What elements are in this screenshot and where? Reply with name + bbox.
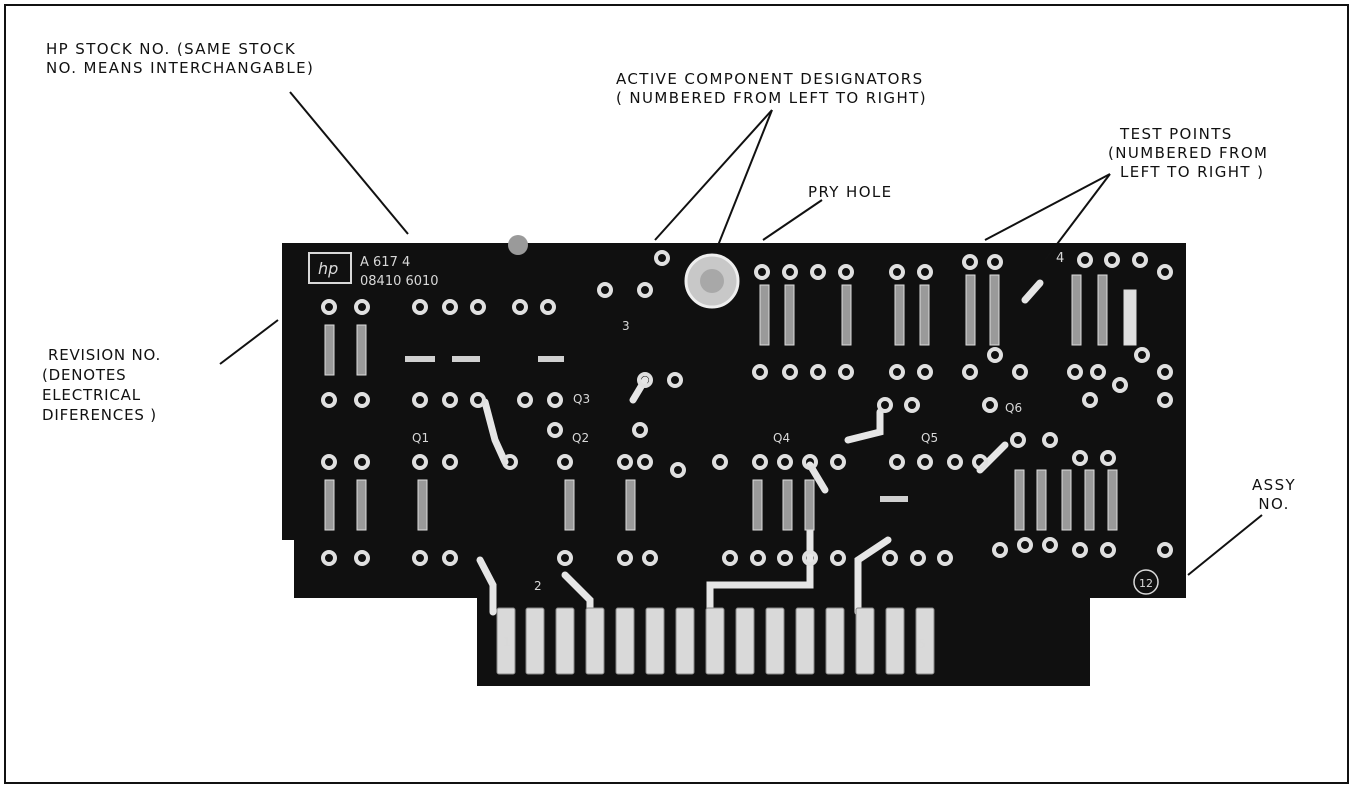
callout-text: PRY HOLE (808, 183, 893, 202)
callout-text: REVISION NO. (48, 345, 161, 365)
callout-text: LEFT TO RIGHT ) (1108, 163, 1268, 182)
callout-text: ELECTRICAL (42, 385, 161, 405)
edge-label-2: 2 (534, 579, 542, 593)
circuit-board (282, 243, 1186, 686)
designator-q5: Q5 (921, 431, 938, 445)
callout-text: TEST POINTS (1108, 125, 1268, 144)
callout-text: HP STOCK NO. (SAME STOCK (46, 40, 314, 59)
edge-connector (497, 608, 934, 674)
rev-label: A 617 4 (360, 255, 410, 270)
mounting-hole (508, 235, 528, 255)
leader-revision (220, 320, 278, 364)
callout-text: ( NUMBERED FROM LEFT TO RIGHT) (616, 89, 927, 108)
callout-text: (NUMBERED FROM (1108, 144, 1268, 163)
callout-assy-number: ASSY NO. (1252, 476, 1296, 514)
hp-logo: hp (318, 259, 338, 278)
edge-label-5: 5 (918, 637, 926, 651)
callout-text: DIFERENCES ) (42, 405, 161, 425)
leader-hp-stock (290, 92, 408, 234)
callout-pry-hole: PRY HOLE (808, 183, 893, 202)
stock-number: 08410 6010 (360, 274, 439, 289)
leader-active-1 (655, 110, 772, 240)
callout-text: (DENOTES (42, 365, 161, 385)
callout-hp-stock-number: HP STOCK NO. (SAME STOCK NO. MEANS INTER… (46, 40, 314, 78)
designator-q3: Q3 (573, 392, 590, 406)
designator-q4: Q4 (773, 431, 790, 445)
edge-label-1: 1 (503, 635, 511, 649)
callout-text: ASSY (1252, 476, 1296, 495)
pry-hole (686, 255, 738, 307)
assy-number: 12 (1139, 577, 1153, 590)
designator-q2: Q2 (572, 431, 589, 445)
callout-text: ACTIVE COMPONENT DESIGNATORS (616, 70, 927, 89)
callout-text: NO. (1252, 495, 1296, 514)
callout-revision-number: REVISION NO. (DENOTES ELECTRICAL DIFEREN… (48, 345, 161, 425)
test-point-label-3: 3 (622, 319, 630, 333)
designator-q6: Q6 (1005, 401, 1022, 415)
leader-active-2 (713, 110, 772, 258)
leader-test-1 (985, 174, 1110, 240)
test-point-label-4: 4 (1056, 251, 1064, 266)
leader-pry-hole (763, 200, 822, 240)
callout-text: NO. MEANS INTERCHANGABLE) (46, 59, 314, 78)
callout-active-component-designators: ACTIVE COMPONENT DESIGNATORS ( NUMBERED … (616, 70, 927, 108)
leader-assy (1188, 515, 1262, 575)
callout-test-points: TEST POINTS (NUMBERED FROM LEFT TO RIGHT… (1108, 125, 1268, 182)
designator-q1: Q1 (412, 431, 429, 445)
